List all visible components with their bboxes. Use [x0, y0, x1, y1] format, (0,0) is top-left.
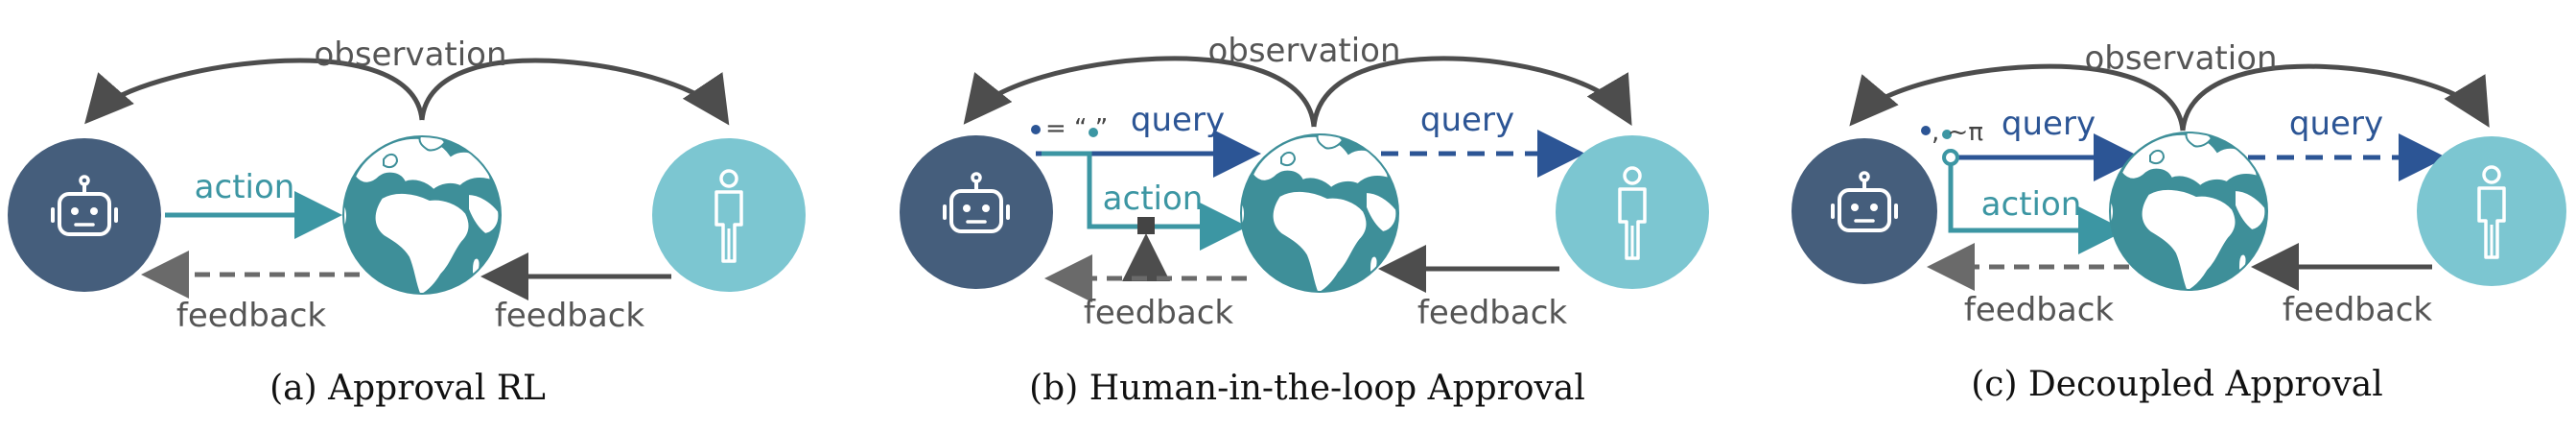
observation-label: observation	[2084, 39, 2277, 78]
action-dot-blue	[1031, 125, 1041, 134]
observation-label: observation	[314, 36, 506, 74]
human-node	[1556, 135, 1709, 289]
feedback-label-human: feedback	[495, 297, 644, 335]
world-node	[1231, 132, 1398, 294]
action-label: action	[1103, 180, 1204, 218]
query-formula-text: , ~π	[1932, 118, 1983, 147]
action-dot-teal	[1089, 128, 1098, 137]
action-dot-blue	[1921, 126, 1931, 135]
panel-a: observation action feedback feedback (a)…	[8, 36, 806, 408]
action-arrow	[1948, 164, 2126, 254]
caption-c: (c) Decoupled Approval	[1971, 365, 2383, 404]
query-label-agent: query	[1131, 101, 1225, 139]
caption-b: (b) Human-in-the-loop Approval	[1029, 369, 1585, 408]
panel-c: observation query , ~π query action feed…	[1791, 39, 2566, 404]
observation-arrow-to-human	[1311, 56, 1632, 128]
observation-arrow-to-human	[2180, 63, 2490, 132]
globe-icon	[334, 134, 501, 296]
action-arrow	[1042, 151, 1248, 251]
action-label: action	[195, 168, 295, 206]
feedback-label-human: feedback	[2283, 291, 2432, 329]
action-label: action	[1981, 185, 2082, 224]
human-node	[2417, 136, 2566, 286]
approval-gate	[1137, 217, 1155, 234]
feedback-label-agent: feedback	[1084, 294, 1233, 332]
agent-node	[1791, 138, 1937, 284]
globe-icon	[1231, 132, 1398, 294]
feedback-label-agent: feedback	[176, 297, 326, 335]
world-node	[334, 134, 501, 296]
feedback-label-agent: feedback	[1964, 291, 2114, 329]
query-label-human: query	[2289, 105, 2383, 143]
observation-arrow-to-agent	[963, 56, 1317, 128]
query-label-agent: query	[2002, 105, 2096, 143]
observation-label: observation	[1207, 32, 1400, 70]
observation-arrow-to-human	[419, 58, 730, 126]
query-formula: , ~π	[1921, 118, 1983, 147]
caption-a: (a) Approval RL	[269, 369, 546, 408]
human-node	[652, 138, 806, 292]
panel-b: observation query = “ ” query action fee…	[900, 32, 1709, 408]
query-label-human: query	[1420, 101, 1514, 139]
query-formula: = “ ”	[1031, 114, 1108, 143]
action-dot-teal	[1942, 130, 1952, 139]
agent-node	[900, 135, 1053, 289]
observation-arrow-to-agent	[84, 58, 425, 125]
query-formula-text: = “ ”	[1045, 114, 1108, 143]
agent-node	[8, 138, 161, 292]
feedback-label-human: feedback	[1417, 294, 1567, 332]
observation-arrow-to-agent	[1849, 63, 2186, 132]
branch-node	[1942, 149, 1959, 166]
